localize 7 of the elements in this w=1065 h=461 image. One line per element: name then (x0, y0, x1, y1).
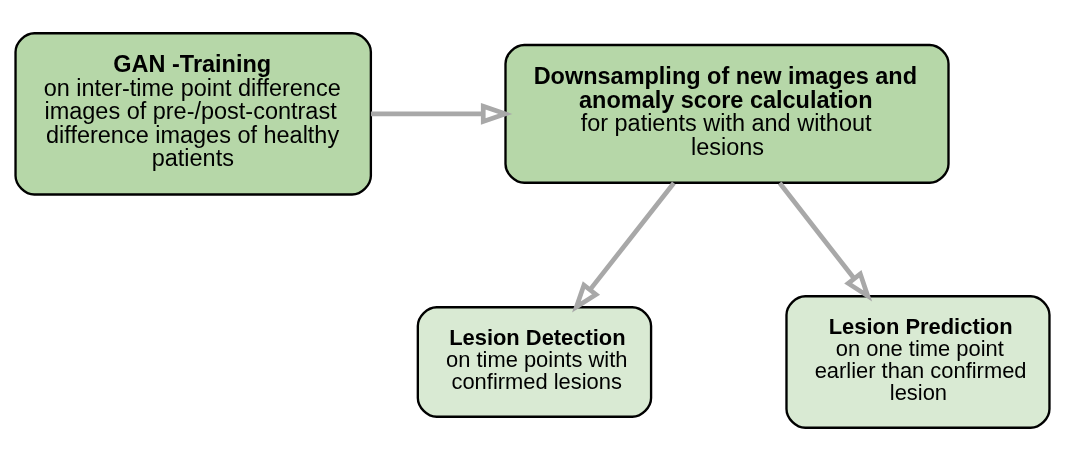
arrow (777, 181, 873, 302)
node-box: Lesion Prediction on one time point earlier than confirmed lesion (785, 295, 1051, 429)
node-box: Downsampling of new images and anomaly score calculation for patients with and without lesions (504, 43, 950, 184)
node-box: GAN -Training on inter-time point difference images of pre-/post-contrast difference images of healthy patients (14, 32, 373, 196)
arrow (572, 181, 676, 313)
node-box: Lesion Detection on time points with confirmed lesions (416, 306, 653, 418)
arrow (370, 102, 513, 125)
